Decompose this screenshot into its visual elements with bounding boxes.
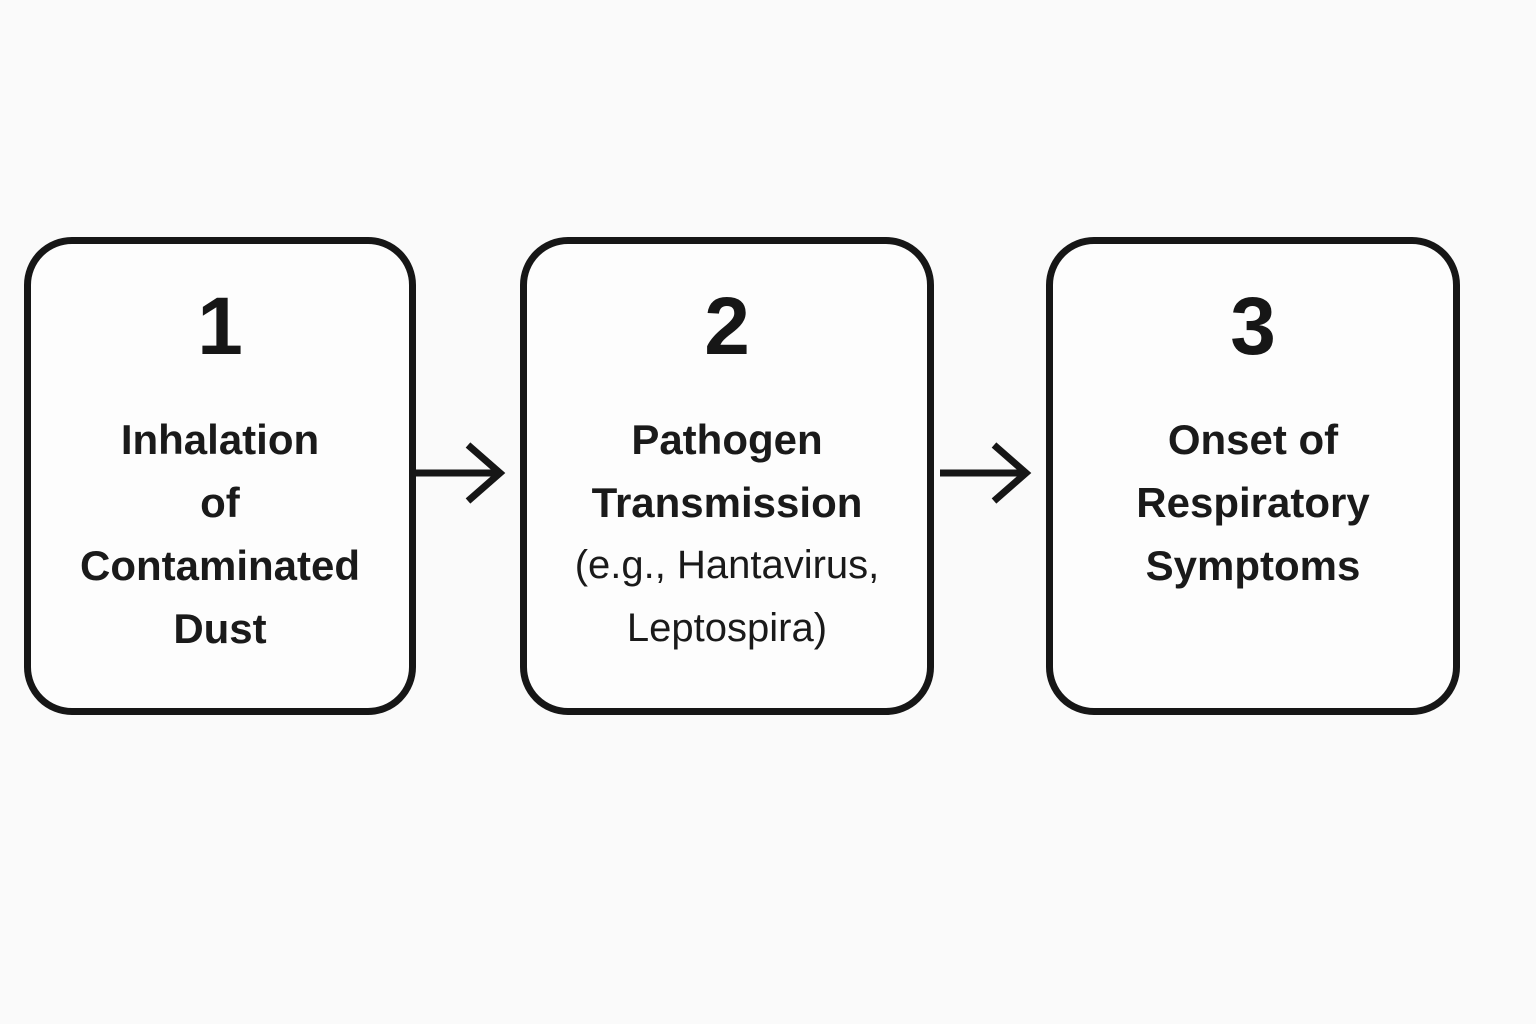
step-box-inhalation: 1 Inhalation of Contaminated Dust <box>24 237 416 715</box>
step-title: Inhalation of Contaminated Dust <box>79 416 360 652</box>
step-number: 2 <box>704 281 750 372</box>
step-title: Onset of Respiratory Symptoms <box>1136 416 1370 589</box>
step-title: Pathogen Transmission <box>591 416 863 526</box>
step-subtitle: (e.g., Hantavirus, Leptospira) <box>574 543 880 650</box>
step-number: 1 <box>197 281 243 372</box>
step-number: 3 <box>1230 281 1276 372</box>
arrow-right-icon <box>940 442 1032 504</box>
arrow-right-icon <box>414 442 506 504</box>
step-box-pathogen-transmission: 2 Pathogen Transmission (e.g., Hantaviru… <box>520 237 934 715</box>
step-box-respiratory-symptoms: 3 Onset of Respiratory Symptoms <box>1046 237 1460 715</box>
